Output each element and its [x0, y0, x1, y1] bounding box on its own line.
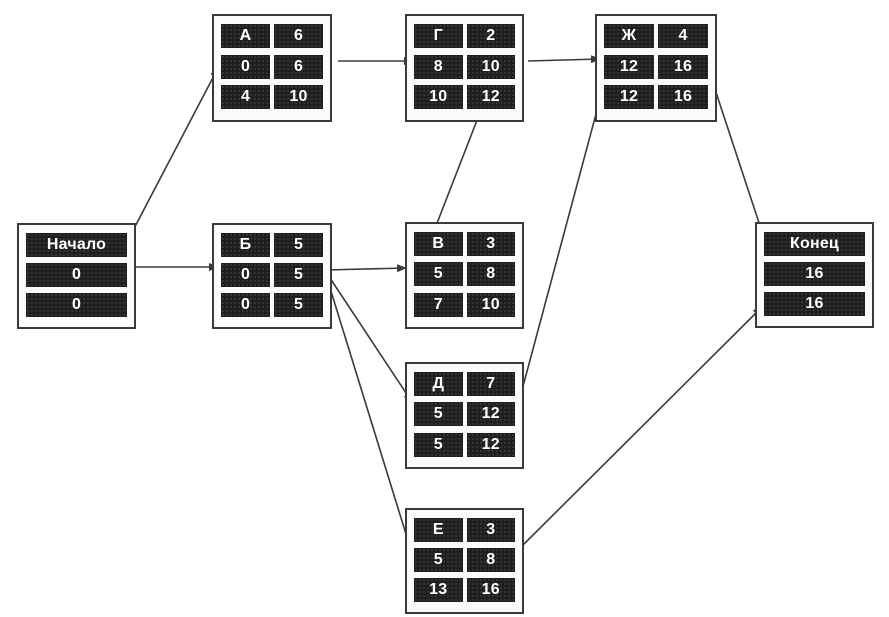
node-e-late-start: 13 [414, 578, 463, 602]
node-zh: Ж 4 12 16 12 16 [595, 14, 717, 122]
edge-b-e [325, 274, 416, 561]
node-e-early-start: 5 [414, 548, 463, 572]
node-d: Д 7 5 12 5 12 [405, 362, 524, 469]
node-g-early-finish: 10 [466, 54, 515, 79]
node-end: Конец 16 16 [755, 222, 874, 328]
node-end-early: 16 [764, 262, 865, 286]
node-a-name: А [221, 24, 270, 48]
node-start: Начало 0 0 [17, 223, 136, 329]
node-zh-early-start: 12 [604, 54, 654, 79]
node-d-name: Д [414, 372, 463, 396]
node-v-name: В [414, 232, 463, 256]
node-start-early: 0 [26, 263, 127, 287]
node-b: Б 5 0 5 0 5 [212, 223, 332, 329]
node-a-late-finish: 10 [274, 85, 323, 110]
node-a-early-finish: 6 [274, 54, 323, 79]
node-v-early-start: 5 [414, 262, 463, 287]
node-v: В 3 5 8 7 10 [405, 222, 524, 329]
node-zh-duration: 4 [658, 24, 708, 48]
node-g: Г 2 8 10 10 12 [405, 14, 524, 122]
node-a: А 6 0 6 4 10 [212, 14, 332, 122]
node-e: Е 3 5 8 13 16 [405, 508, 524, 614]
node-a-duration: 6 [274, 24, 323, 48]
edge-start-a [127, 67, 219, 241]
node-d-late-finish: 12 [466, 432, 515, 457]
edge-v-g [433, 109, 482, 232]
node-d-late-start: 5 [414, 432, 463, 457]
edge-g-zh [527, 55, 601, 64]
node-v-duration: 3 [466, 232, 515, 256]
node-d-early-finish: 12 [466, 402, 515, 427]
node-g-late-finish: 12 [466, 85, 515, 110]
node-g-early-start: 8 [414, 54, 463, 79]
node-g-name: Г [414, 24, 463, 48]
node-e-early-finish: 8 [466, 548, 515, 572]
node-d-duration: 7 [466, 372, 515, 396]
node-end-late: 16 [764, 292, 865, 316]
node-a-early-start: 0 [221, 54, 270, 79]
edge-b-v [325, 264, 407, 273]
node-b-late-finish: 5 [274, 293, 323, 317]
node-start-title: Начало [26, 233, 127, 257]
node-zh-late-start: 12 [604, 85, 654, 110]
node-v-early-finish: 8 [466, 262, 515, 287]
node-g-late-start: 10 [414, 85, 463, 110]
node-zh-late-finish: 16 [658, 85, 708, 110]
node-e-late-finish: 16 [466, 578, 515, 602]
node-v-late-start: 7 [414, 292, 463, 317]
edge-e-end [519, 306, 763, 549]
node-d-early-start: 5 [414, 402, 463, 427]
edge-b-d [325, 271, 413, 403]
node-e-name: Е [414, 518, 463, 542]
node-zh-early-finish: 16 [658, 54, 708, 79]
node-a-late-start: 4 [221, 85, 270, 110]
node-b-early-finish: 5 [274, 263, 323, 287]
node-end-title: Конец [764, 232, 865, 256]
edge-d-zh [517, 72, 609, 406]
node-b-late-start: 0 [221, 293, 270, 317]
node-e-duration: 3 [466, 518, 515, 542]
node-b-name: Б [221, 233, 270, 257]
node-g-duration: 2 [466, 24, 515, 48]
node-zh-name: Ж [604, 24, 654, 48]
node-start-late: 0 [26, 293, 127, 317]
node-b-duration: 5 [274, 233, 323, 257]
node-b-early-start: 0 [221, 263, 270, 287]
node-v-late-finish: 10 [466, 292, 515, 317]
